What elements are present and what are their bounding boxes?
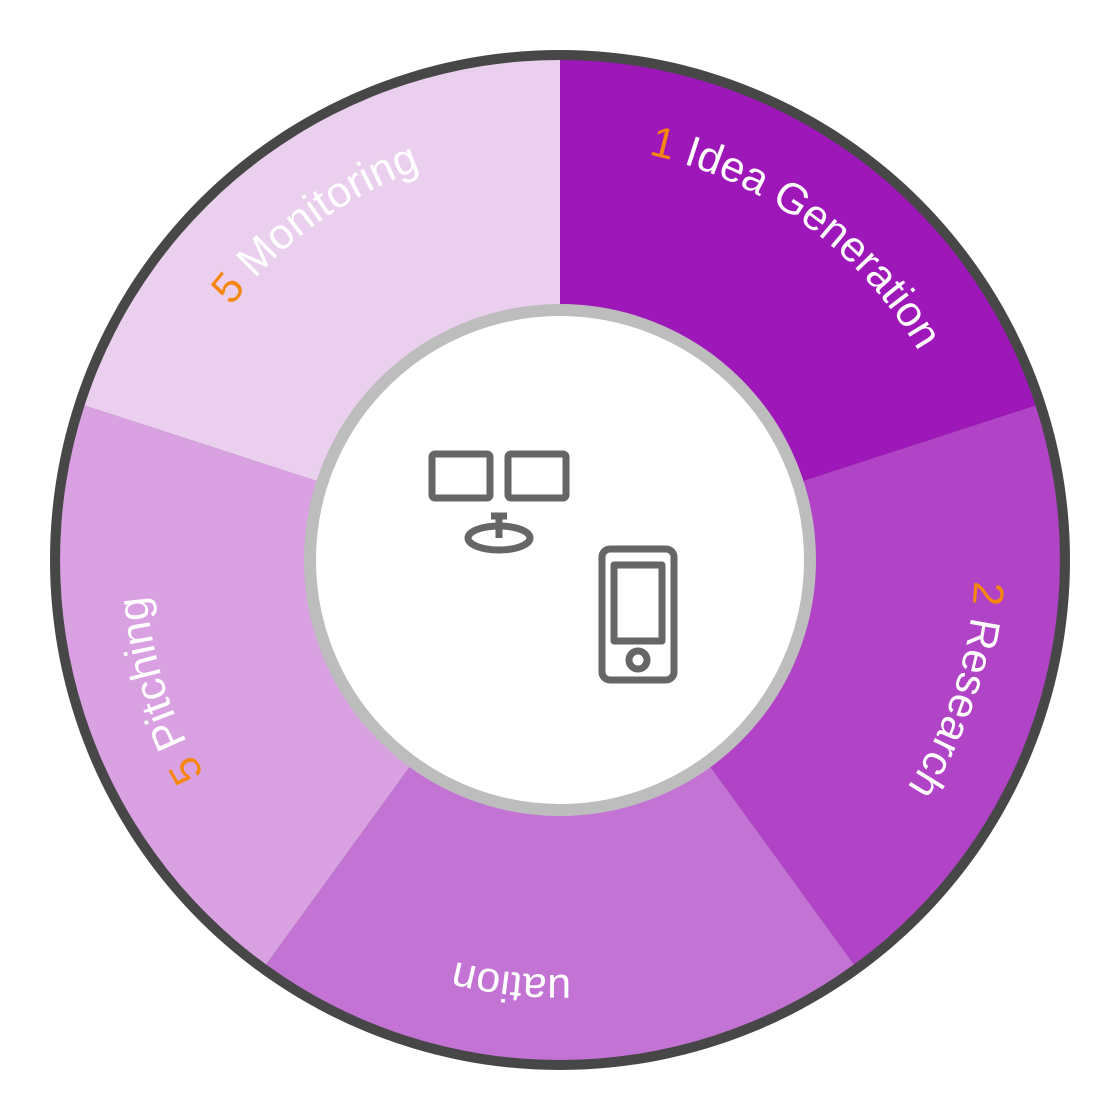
smartphone-icon [598, 545, 678, 684]
desktop-network-icon [428, 450, 570, 554]
center-hub [304, 304, 816, 816]
